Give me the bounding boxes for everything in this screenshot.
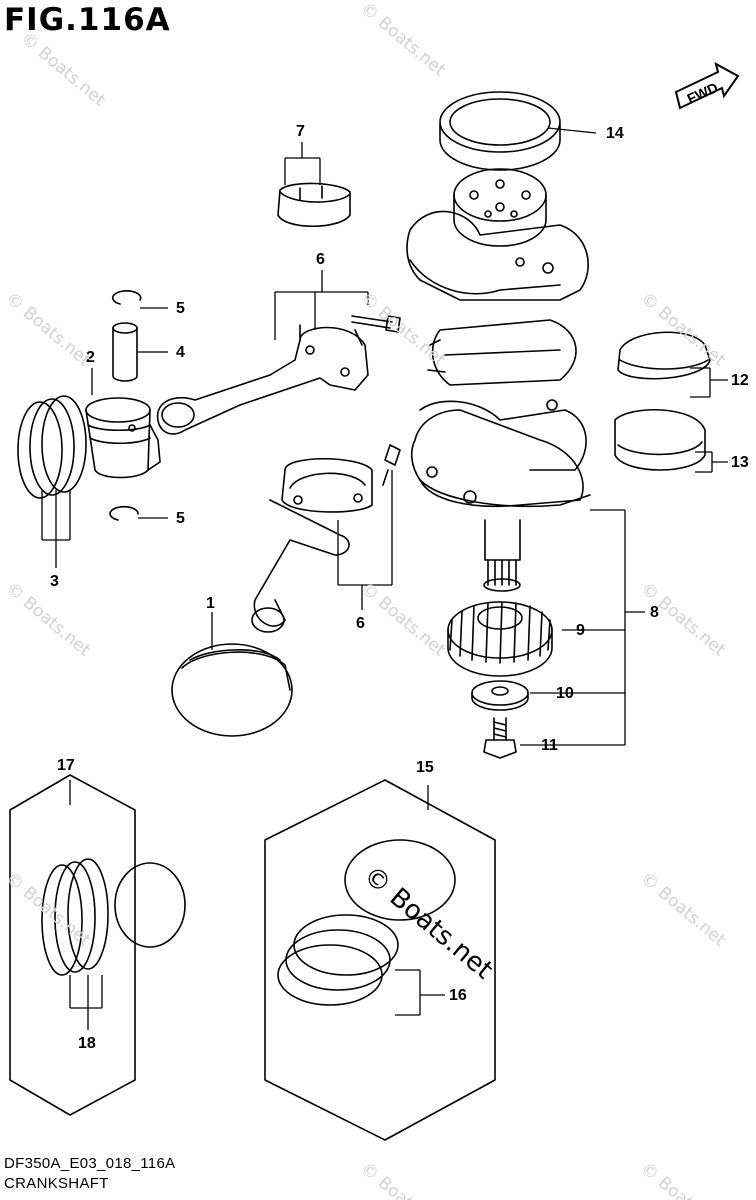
callout-11: 11 <box>541 737 558 754</box>
callout-10: 10 <box>556 685 574 702</box>
watermark: © Boats.net <box>357 1159 450 1200</box>
washer-part-10 <box>471 680 529 711</box>
callout-15: 15 <box>416 759 434 776</box>
bearing-part-7 <box>277 182 351 228</box>
callout-1: 1 <box>206 595 215 612</box>
thrust-bearing-part-13 <box>614 408 706 471</box>
inset-set-17 <box>9 774 186 1116</box>
callout-7: 7 <box>296 123 305 140</box>
callout-5-lower: 5 <box>176 510 185 527</box>
crank-gear-part-9 <box>447 601 553 677</box>
callout-2: 2 <box>86 349 95 366</box>
callout-13: 13 <box>731 454 749 471</box>
piston-part-2 <box>85 397 161 479</box>
watermark: © Boats.net <box>357 289 450 371</box>
piston-pin-part-4 <box>112 322 138 382</box>
watermark: © Boats.net <box>17 29 110 111</box>
callout-12: 12 <box>731 372 749 389</box>
callout-9: 9 <box>576 622 585 639</box>
callout-4: 4 <box>176 344 185 361</box>
oil-seal-part-14 <box>439 91 561 171</box>
callout-17: 17 <box>57 757 75 774</box>
circlip-part-5-upper <box>111 290 142 305</box>
watermark-large: © Boats.net <box>358 860 499 985</box>
section-name: CRANKSHAFT <box>4 1175 109 1192</box>
watermark: © Boats.net <box>2 289 95 371</box>
callout-6-upper: 6 <box>316 251 325 268</box>
callout-8: 8 <box>650 604 659 621</box>
callout-3: 3 <box>50 573 59 590</box>
callout-18: 18 <box>78 1035 96 1052</box>
callout-6-lower: 6 <box>356 615 365 632</box>
connecting-rod-lower-part-6 <box>251 444 401 633</box>
piston-rings-part-3 <box>17 395 87 499</box>
watermark: © Boats.net <box>2 579 95 661</box>
inset-set-15 <box>264 779 496 1141</box>
figure-title: FIG.116A <box>4 2 171 38</box>
bolt-part-11 <box>483 717 517 759</box>
callout-14: 14 <box>606 125 624 142</box>
bearing-part-12 <box>617 331 711 380</box>
circlip-part-5-lower <box>109 505 139 521</box>
watermark: © Boats.net <box>637 289 730 371</box>
watermark: © Boats.net <box>637 1159 730 1200</box>
crankshaft-part-8 <box>406 168 591 592</box>
connecting-rod-upper-part-6 <box>156 315 401 435</box>
piston-part-1 <box>171 643 293 737</box>
watermark: © Boats.net <box>357 0 450 81</box>
watermark: © Boats.net <box>637 869 730 951</box>
watermark: © Boats.net <box>357 579 450 661</box>
callout-16: 16 <box>449 987 467 1004</box>
model-code: DF350A_E03_018_116A <box>4 1155 176 1172</box>
fwd-arrow-icon: FWD <box>674 62 740 110</box>
callout-5-upper: 5 <box>176 300 185 317</box>
